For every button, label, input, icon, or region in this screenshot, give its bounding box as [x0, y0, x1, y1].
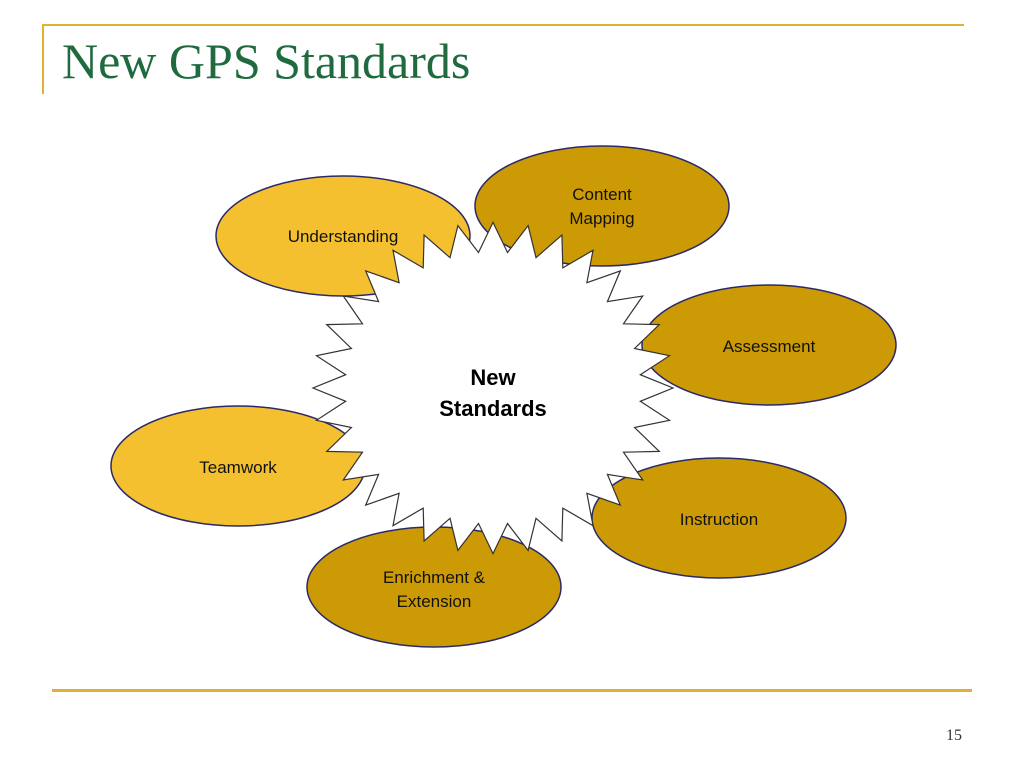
- node-label-line: Instruction: [680, 510, 758, 529]
- slide-title: New GPS Standards: [62, 33, 471, 89]
- node-label-line: Assessment: [723, 337, 816, 356]
- node-label-line: Understanding: [288, 227, 399, 246]
- title-top-rule: [42, 24, 964, 26]
- node-content-mapping: [474, 145, 730, 267]
- footer-rule: [52, 689, 972, 692]
- center-starburst: [311, 221, 675, 555]
- node-label-enrichment-extension: Enrichment & Extension: [383, 568, 486, 611]
- center-label-line: Standards: [439, 396, 547, 421]
- node-label-teamwork: Teamwork: [199, 458, 277, 477]
- page-number: 15: [946, 727, 962, 744]
- node-enrichment-extension: [306, 526, 562, 648]
- node-label-assessment: Assessment: [723, 337, 816, 356]
- node-assessment: [641, 284, 897, 406]
- node-label-line: Enrichment &: [383, 568, 486, 587]
- node-label-understanding: Understanding: [288, 227, 399, 246]
- node-label-instruction: Instruction: [680, 510, 758, 529]
- center-label-line: New: [470, 365, 516, 390]
- title-left-rule: [42, 24, 44, 94]
- node-label-line: Content: [572, 185, 632, 204]
- node-label-line: Mapping: [569, 209, 634, 228]
- node-label-line: Teamwork: [199, 458, 277, 477]
- node-label-line: Extension: [397, 592, 472, 611]
